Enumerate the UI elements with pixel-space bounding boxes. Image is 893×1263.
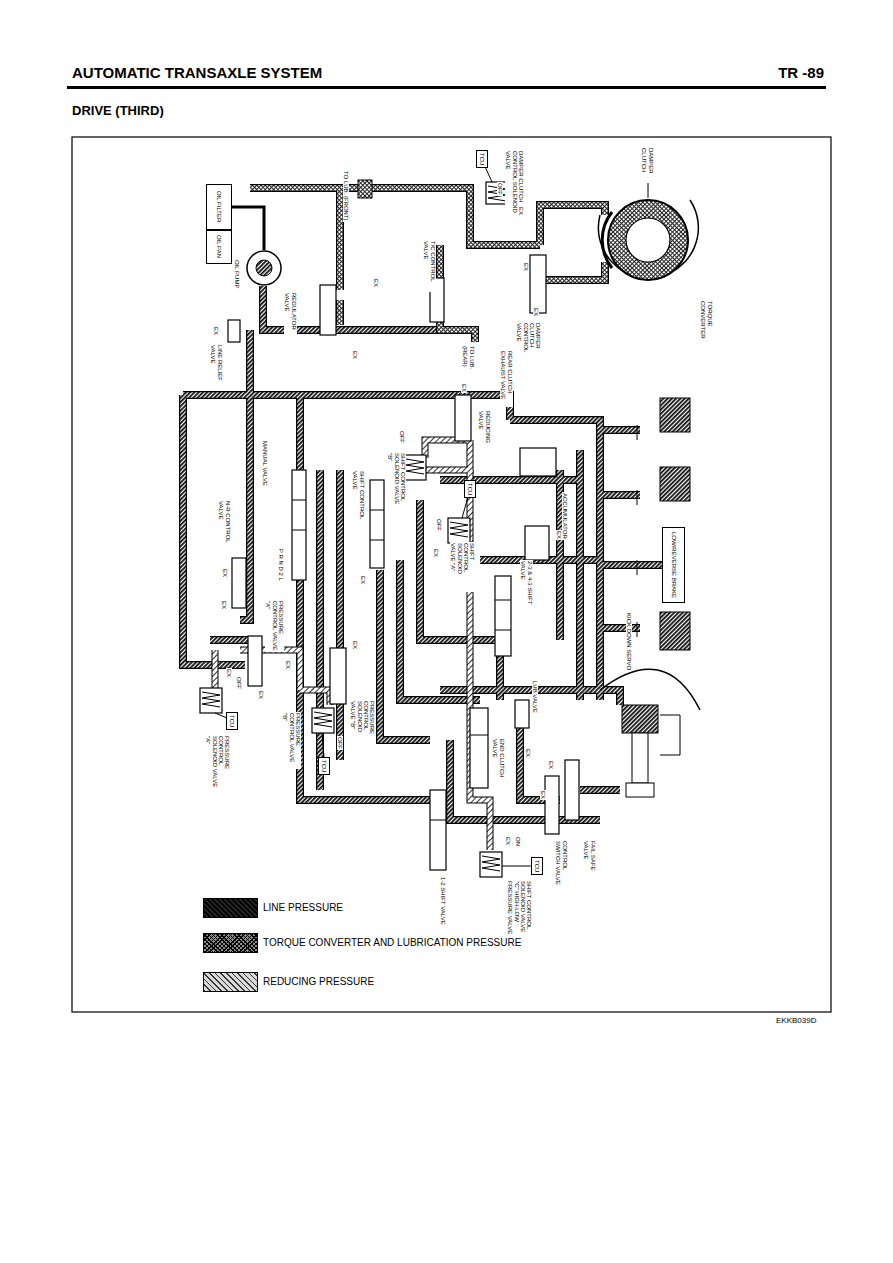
part-label: LUB VALVE xyxy=(532,680,538,714)
part-label: REDUCING VALVE xyxy=(478,410,491,452)
port-label: OFF xyxy=(497,182,503,196)
component-box: TCU xyxy=(464,480,476,498)
port-label: EX xyxy=(222,568,228,578)
legend-text: REDUCING PRESSURE xyxy=(263,976,374,987)
diagram-title: DRIVE (THIRD) xyxy=(72,103,164,118)
component-box: LOW/REVERSE BRAKE xyxy=(662,527,685,603)
component-box: TCU xyxy=(531,857,543,875)
suction-line xyxy=(232,207,264,250)
part-label: SHIFT CONTROL SOLENOID VALVE "A" xyxy=(450,542,475,592)
box-label: OIL FILTER xyxy=(216,191,222,222)
port-label: EX xyxy=(360,575,366,585)
box-label: TCU xyxy=(479,153,485,165)
part-label: OIL PUMP xyxy=(234,260,240,288)
port-label: OFF xyxy=(236,676,242,690)
part-label: T/C CONTROL VALVE xyxy=(423,240,436,292)
part-label: FAIL SAFE VALVE xyxy=(583,840,596,887)
part-label: PRESSURE CONTROL SOLENOID VALVE "B" xyxy=(350,700,375,752)
part-label: 2-3 & 4-3 SHIFT VALVE xyxy=(520,560,533,617)
port-label: EX xyxy=(505,836,511,846)
part-label: PRESSURE CONTROL SOLENOID VALVE "A" xyxy=(205,735,230,792)
part-label: DAMPER CLUTCH xyxy=(641,147,654,183)
pump-circle: OIL PUMP xyxy=(246,250,282,286)
page-header: TR -89 xyxy=(778,64,824,81)
component-box: TCU xyxy=(226,712,238,730)
part-label: 1-2 SHIFT VALVE xyxy=(440,876,446,926)
port-label: OFF xyxy=(399,430,405,444)
part-label: CONTROL SWITCH VALVE xyxy=(555,840,568,890)
port-label: OFF xyxy=(436,518,442,532)
component-box: TCU xyxy=(476,150,488,168)
pump-outline xyxy=(246,250,282,286)
box-label: OIL PAN xyxy=(216,235,222,258)
legend-text: TORQUE CONVERTER AND LUBRICATION PRESSUR… xyxy=(263,937,521,948)
box-label: LOW/REVERSE BRAKE xyxy=(670,532,676,598)
part-label: N-R CONTROL VALVE xyxy=(218,500,231,547)
port-label: EX xyxy=(213,326,219,336)
part-label: PRESSURE CONTROL VALVE "B" xyxy=(282,712,301,769)
part-label: TORQUE CONVERTER xyxy=(700,300,713,350)
port-label: EX xyxy=(540,790,546,800)
port-label: EX xyxy=(556,530,562,540)
part-label: MANUAL VALVE xyxy=(262,440,268,487)
legend-swatch xyxy=(203,972,258,992)
port-label: EX xyxy=(518,206,524,216)
port-label: EX xyxy=(433,548,439,558)
part-label: ACCUMULATOR xyxy=(562,492,568,540)
part-label: END CLUTCH VALVE xyxy=(492,738,505,785)
component-box: OIL PAN xyxy=(206,230,232,264)
part-label: DAMPER CLUTCH CONTROL VALVE xyxy=(516,322,541,369)
port-label: EX xyxy=(352,350,358,360)
port-label: EX xyxy=(221,600,227,610)
part-label: DAMPER CLUTCH CONTROL SOLENOID VALVE xyxy=(505,150,524,232)
component-box: TCU xyxy=(318,757,330,775)
part-label: REGULATOR VALVE xyxy=(284,292,297,344)
port-label: EX xyxy=(352,640,358,650)
port-label: EX xyxy=(525,748,531,758)
port-label: EX xyxy=(548,760,554,770)
legend-swatch xyxy=(203,898,258,918)
box-label: TCU xyxy=(534,860,540,872)
port-label: EX xyxy=(285,660,291,670)
page-header: AUTOMATIC TRANSAXLE SYSTEM xyxy=(72,64,322,81)
port-label: EX xyxy=(226,668,232,678)
part-label: SHIFT CONTROL SOLENOID VALVE "C" HIGH-LO… xyxy=(507,880,532,942)
part-label: REAR CLUTCH EXHAUST VALVE xyxy=(500,350,513,407)
port-label: EX xyxy=(523,262,529,272)
port-label: EX xyxy=(258,690,264,700)
part-label: P R N D 2 L xyxy=(278,548,284,582)
part-label: TO LUB. (FRONT) xyxy=(343,170,349,222)
legend-text: LINE PRESSURE xyxy=(263,902,343,913)
legend-swatch xyxy=(203,933,258,953)
box-label: TCU xyxy=(321,760,327,772)
component-box: OIL FILTER xyxy=(206,184,232,230)
box-label: TCU xyxy=(229,715,235,727)
port-label: EX xyxy=(373,278,379,288)
part-label: SHIFT CONTROL VALVE xyxy=(352,470,365,527)
figure-code: EKKB039D xyxy=(776,1016,816,1025)
part-label: SHIFT CONTROL SOLENOID VALVE "B" xyxy=(387,452,406,509)
part-label: PRESSURE CONTROL VALVE "A" xyxy=(265,600,284,652)
port-label: EX xyxy=(461,383,467,393)
port-label: OFF xyxy=(337,736,343,750)
port-label: EX xyxy=(533,307,539,317)
port-label: ON xyxy=(515,836,521,847)
box-label: TCU xyxy=(467,483,473,495)
part-label: LINE RELIEF VALVE xyxy=(210,344,223,391)
part-label: KICK DOWN SERVO xyxy=(626,612,632,671)
